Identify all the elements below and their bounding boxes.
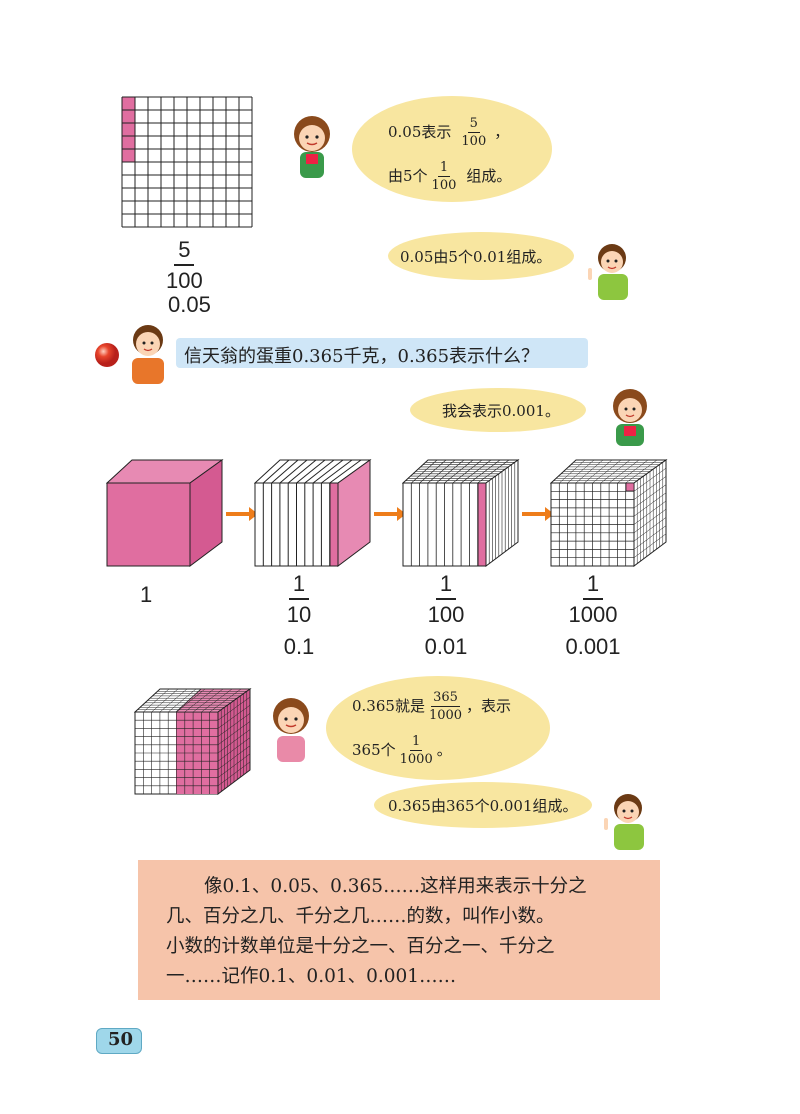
fraction: 1 100 [432,161,457,192]
girl-speech-bubble-bottom [326,676,550,780]
grid-decimal: 0.05 [168,292,211,317]
numerator: 1 [410,733,423,751]
numerator: 1 [288,572,310,601]
boy-speech-bubble-top [388,232,574,280]
girl-avatar-mid [613,389,647,446]
decimal-value: 0.001 [565,634,621,660]
bubble-text: 。 [436,740,452,759]
cube-label-hundredth: 1 100 0.01 [416,572,476,660]
cube-label-tenth: 1 10 0.1 [276,572,322,660]
definition-box [138,860,660,1000]
thousandths-cube [550,459,668,567]
definition-line: 像0.1、0.05、0.365……这样用来表示十分之 [204,876,587,897]
girl-bubble-text-top: 0.05表示 5 100 ， 由5个 1 100 组成。 [388,110,558,198]
girl-speech-bubble-top [352,96,552,202]
boy-bubble-text-top: 0.05由5个0.01组成。 [400,248,552,266]
bubble-text: ，表示 [466,696,512,715]
grid-fraction-denominator: 100 [166,268,203,294]
denominator: 100 [461,133,487,149]
bubble-text: ， [494,122,510,141]
arrow-icon [522,507,554,521]
red-ball-icon [95,343,119,367]
denominator: 1000 [428,707,463,723]
definition-line: 小数的计数单位是十分之一、百分之一、千分之 [166,936,555,957]
tenths-cube [254,459,372,567]
definition-text: 像0.1、0.05、0.365……这样用来表示十分之 几、百分之几、千分之几……… [166,872,646,992]
boy-question-avatar [132,325,164,384]
boy-speech-bubble-bottom [374,782,592,828]
boy-avatar [588,244,628,300]
boy-bubble-text-bottom: 0.365由365个0.001组成。 [388,797,578,815]
fraction: 5 100 [461,117,486,148]
question-text: 信天翁的蛋重0.365千克，0.365表示什么？ [184,346,540,367]
denominator: 100 [427,602,465,628]
decimal-value: 0.1 [283,634,315,660]
denominator: 100 [431,177,457,193]
girl-avatar-bottom [273,698,309,762]
grid-fraction: 5 100 [166,238,203,292]
numerator: 365 [431,689,460,707]
girl-bubble-text-mid: 我会表示0.001。 [442,402,560,420]
girl-bubble-text-bottom: 0.365就是 365 1000 ，表示 365个 1 1000 。 [352,684,552,772]
numerator: 1 [435,572,457,601]
arrow-icon [374,507,406,521]
girl-avatar [294,116,330,178]
question-bubble [176,338,588,368]
hundred-grid [121,96,253,228]
fraction: 365 1000 [429,691,462,722]
decimal-value: 0.01 [424,634,468,660]
bubble-text: 组成。 [466,166,512,185]
denominator: 1000 [399,751,433,767]
girl-speech-bubble-mid [410,388,586,432]
fraction: 1 1000 [400,735,433,766]
bubble-text: 0.05表示 [388,122,452,141]
numerator: 1 [437,159,451,177]
partial-thousand-cube [134,688,252,795]
denominator: 10 [286,602,312,628]
page-number: 50 [108,1029,134,1050]
numerator: 5 [467,115,480,133]
arrow-icon [226,507,258,521]
definition-line: 几、百分之几、千分之几……的数，叫作小数。 [166,906,555,927]
bubble-text: 0.365就是 [352,696,425,715]
numerator: 1 [582,572,604,601]
bubble-text: 365个 [352,740,396,759]
grid-fraction-numerator: 5 [174,238,195,267]
hundredths-cube [402,459,520,567]
page-number-badge [96,1028,142,1054]
boy-avatar-bottom [604,794,644,850]
denominator: 1000 [568,602,618,628]
definition-line: 一……记作0.1、0.01、0.001…… [166,966,457,987]
bubble-text: 由5个 [388,166,428,185]
cube-label-one: 1 [140,582,153,607]
unit-cube [106,459,224,567]
cube-label-thousandth: 1 1000 0.001 [558,572,628,660]
